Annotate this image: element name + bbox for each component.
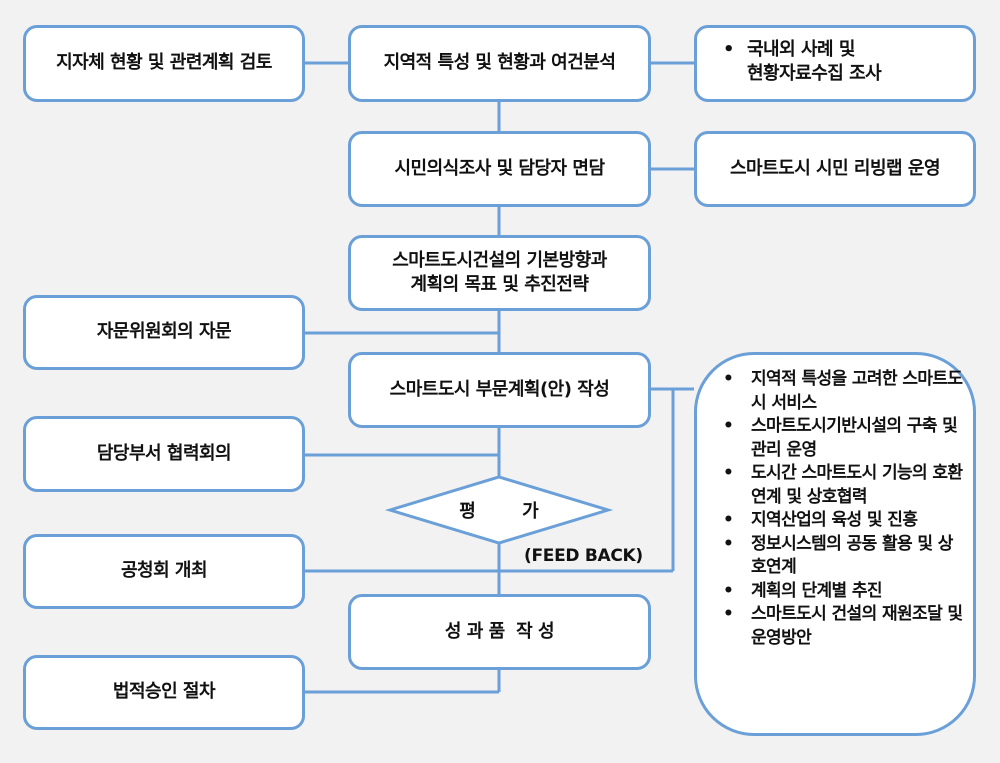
list-item: 지역적 특성을 고려한 스마트도시 서비스 bbox=[721, 368, 965, 415]
box-sector-plan-label: 스마트도시 부문계획(안) 작성 bbox=[389, 378, 610, 400]
box-local-review: 지자체 현황 및 관련계획 검토 bbox=[23, 25, 305, 102]
plan-contents-list: 지역적 특성을 고려한 스마트도시 서비스 스마트도시기반시설의 구축 및 관리… bbox=[694, 352, 976, 736]
box-public-hearing-label: 공청회 개최 bbox=[120, 560, 208, 582]
box-case-study: 국내외 사례 및 현황자료수집 조사 bbox=[694, 25, 976, 102]
decision-label: 평 가 bbox=[459, 501, 539, 522]
box-deliverables-label: 성 과 품 작 성 bbox=[444, 620, 555, 642]
list-item: 정보시스템의 공동 활용 및 상호연계 bbox=[721, 533, 965, 580]
box-advisory-committee: 자문위원회의 자문 bbox=[23, 295, 305, 370]
box-basic-direction: 스마트도시건설의 기본방향과 계획의 목표 및 추진전략 bbox=[348, 235, 651, 311]
box-living-lab: 스마트도시 시민 리빙랩 운영 bbox=[694, 131, 976, 207]
box-regional-analysis: 지역적 특성 및 현황과 여건분석 bbox=[348, 25, 651, 102]
box-citizen-survey-label: 시민의식조사 및 담당자 면담 bbox=[394, 157, 605, 179]
box-basic-direction-line2: 계획의 목표 및 추진전략 bbox=[410, 274, 589, 295]
list-item: 계획의 단계별 추진 bbox=[721, 580, 965, 604]
list-item: 스마트도시기반시설의 구축 및 관리 운영 bbox=[721, 415, 965, 462]
box-living-lab-label: 스마트도시 시민 리빙랩 운영 bbox=[729, 157, 941, 179]
box-citizen-survey: 시민의식조사 및 담당자 면담 bbox=[348, 131, 651, 207]
box-basic-direction-line1: 스마트도시건설의 기본방향과 bbox=[392, 249, 607, 271]
case-study-line2: 현황자료수집 조사 bbox=[747, 63, 882, 84]
box-regional-analysis-label: 지역적 특성 및 현황과 여건분석 bbox=[383, 52, 616, 74]
list-item: 도시간 스마트도시 기능의 호환 연계 및 상호협력 bbox=[721, 462, 965, 509]
list-item: 지역산업의 육성 및 진흥 bbox=[721, 509, 965, 533]
box-deliverables: 성 과 품 작 성 bbox=[348, 594, 651, 670]
feedback-label: (FEED BACK) bbox=[524, 546, 643, 566]
box-advisory-committee-label: 자문위원회의 자문 bbox=[96, 321, 232, 343]
box-sector-plan: 스마트도시 부문계획(안) 작성 bbox=[348, 352, 651, 428]
decision-diamond bbox=[384, 475, 614, 545]
box-local-review-label: 지자체 현황 및 관련계획 검토 bbox=[56, 52, 272, 74]
case-study-line1: 국내외 사례 및 bbox=[721, 38, 967, 62]
box-legal-approval: 법적승인 절차 bbox=[23, 655, 305, 730]
box-department-meeting: 담당부서 협력회의 bbox=[23, 416, 305, 492]
box-department-meeting-label: 담당부서 협력회의 bbox=[96, 442, 232, 464]
box-legal-approval-label: 법적승인 절차 bbox=[112, 681, 216, 703]
box-public-hearing: 공청회 개최 bbox=[23, 534, 305, 609]
list-item: 스마트도시 건설의 재원조달 및 운영방안 bbox=[721, 603, 965, 650]
